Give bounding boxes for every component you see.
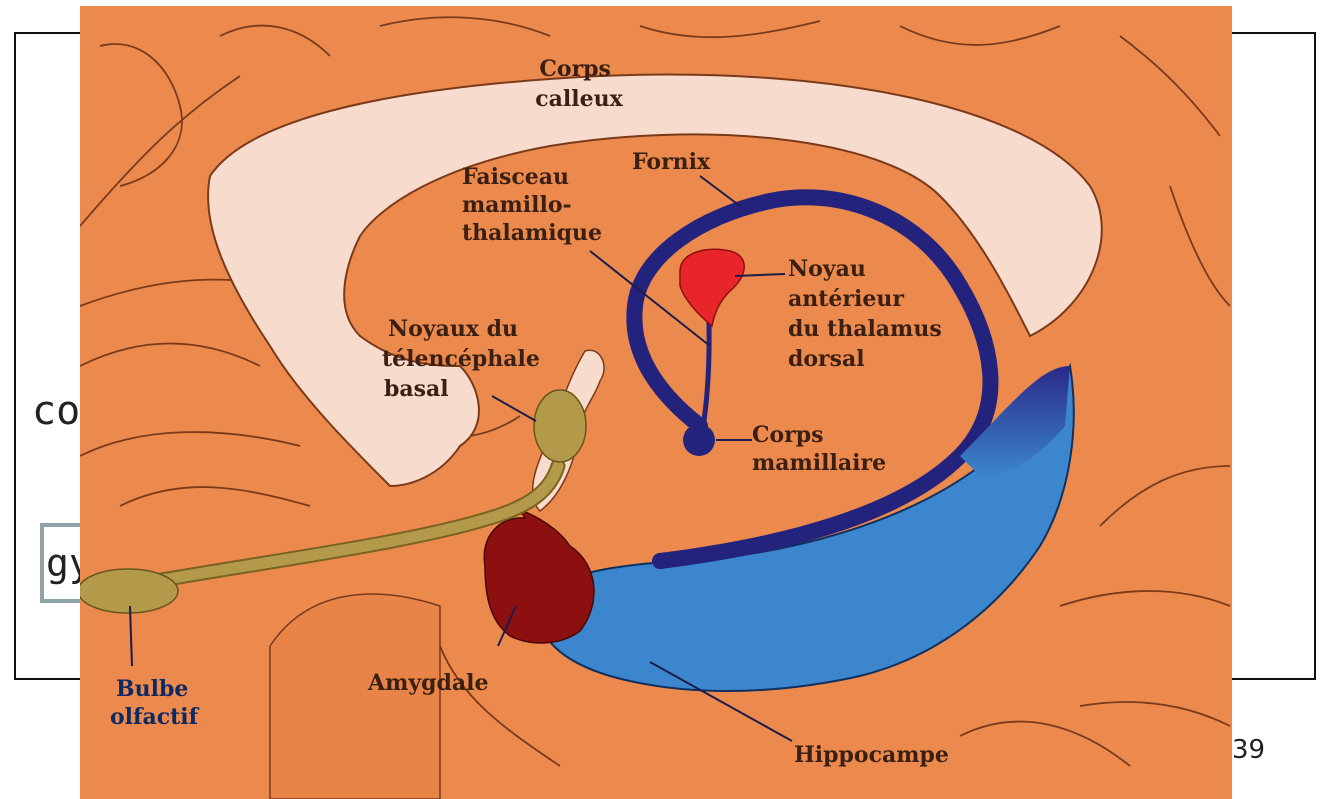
basal-forebrain-nucleus: [534, 390, 586, 462]
olfactory-bulb: [80, 569, 178, 613]
label-hippocampe: Hippocampe: [794, 742, 949, 768]
label-amygdale: Amygdale: [367, 670, 489, 696]
label-fornix: Fornix: [632, 149, 711, 175]
page-number: 39: [1232, 735, 1265, 765]
limbic-system-diagram: Corps calleux Fornix Faisceau mamillo- t…: [80, 6, 1232, 799]
slide-partial-text: co: [32, 388, 80, 434]
mammillary-body: [683, 424, 715, 456]
temporal-lobe: [270, 594, 440, 799]
